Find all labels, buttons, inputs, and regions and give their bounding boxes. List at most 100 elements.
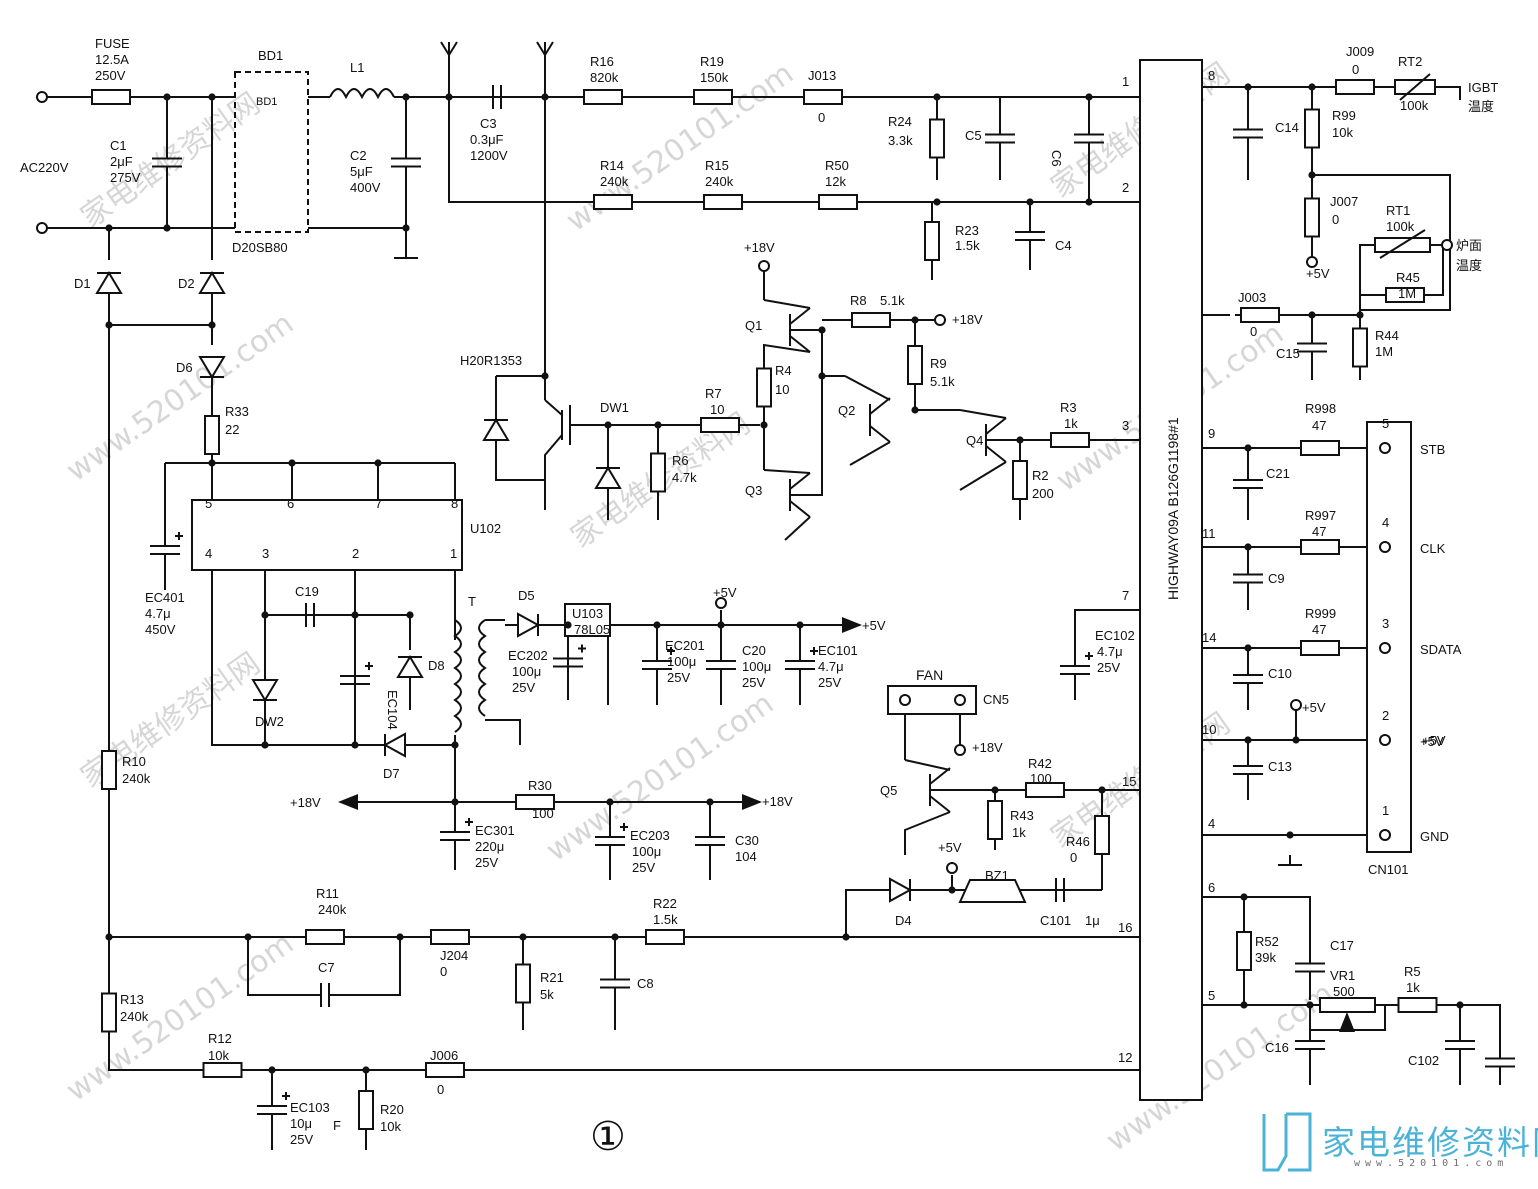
label: 1.5k xyxy=(653,912,678,927)
r999-resistor xyxy=(1300,640,1340,656)
label: 温度 xyxy=(1468,99,1494,114)
junction-dot xyxy=(1292,736,1300,744)
label: R43 xyxy=(1010,808,1034,823)
label: 25V xyxy=(512,680,535,695)
label: C21 xyxy=(1266,466,1290,481)
q4-transistor xyxy=(985,445,1007,463)
label: R23 xyxy=(955,223,979,238)
label: 2μF xyxy=(110,154,133,169)
label: 4.7k xyxy=(672,470,697,485)
label: R10 xyxy=(122,754,146,769)
junction-dot xyxy=(1306,1001,1314,1009)
label: J006 xyxy=(430,1048,458,1063)
label: R7 xyxy=(705,386,722,401)
terminal xyxy=(715,597,727,609)
label: 100μ xyxy=(667,654,696,669)
cn101-pin-number: 4 xyxy=(1382,515,1389,530)
wire xyxy=(108,1040,1140,1071)
label: 10 xyxy=(775,382,789,397)
cn101-signal: GND xyxy=(1420,829,1449,844)
u102-pin-number: 1 xyxy=(450,546,457,561)
label: 5.1k xyxy=(880,293,905,308)
label: EC103 xyxy=(290,1100,330,1115)
ic-name: HIGHWAY09A B126G1198#1 xyxy=(1165,417,1181,600)
label: 10 xyxy=(710,402,724,417)
wire xyxy=(1359,244,1375,315)
r9-resistor xyxy=(907,345,923,385)
label: T xyxy=(468,594,476,609)
label: RT1 xyxy=(1386,203,1410,218)
r998-resistor xyxy=(1300,440,1340,456)
label: VR1 xyxy=(1330,968,1355,983)
label: +18V xyxy=(952,312,983,327)
label: D6 xyxy=(176,360,193,375)
terminal xyxy=(1379,829,1391,841)
label: 240k xyxy=(120,1009,149,1024)
logo-text: 家电维修资料网 xyxy=(1322,1123,1538,1162)
junction-dot xyxy=(564,621,572,629)
terminal xyxy=(1379,442,1391,454)
label: R42 xyxy=(1028,756,1052,771)
label: 78L05 xyxy=(574,622,610,637)
junction-dot xyxy=(445,93,453,101)
label: 10k xyxy=(1332,125,1353,140)
cn101-pin-number: 3 xyxy=(1382,616,1389,631)
label: 47 xyxy=(1312,524,1326,539)
label: 1μ xyxy=(1085,913,1100,928)
cn101-pin-number: 2 xyxy=(1382,708,1389,723)
label: R15 xyxy=(705,158,729,173)
wire xyxy=(1310,1005,1386,1031)
pin-number: 11 xyxy=(1202,526,1216,541)
terminal xyxy=(758,260,770,272)
label: 240k xyxy=(318,902,347,917)
label: C20 xyxy=(742,643,766,658)
junction-dot xyxy=(1085,198,1093,206)
label: 4.7μ xyxy=(1097,644,1123,659)
label: F xyxy=(333,1118,341,1133)
junction-dot xyxy=(1456,1001,1464,1009)
igbt-h20r1353 xyxy=(490,400,570,510)
label: 100μ xyxy=(512,664,541,679)
label: DW1 xyxy=(600,400,629,415)
label: C5 xyxy=(965,128,982,143)
q3-transistor xyxy=(789,472,811,490)
label: 25V xyxy=(475,855,498,870)
wire xyxy=(448,97,1140,203)
wire xyxy=(495,376,545,481)
terminal xyxy=(1441,239,1453,251)
label: D20SB80 xyxy=(232,240,288,255)
junction-dot xyxy=(1240,1001,1248,1009)
label: C30 xyxy=(735,833,759,848)
label: Q5 xyxy=(880,783,897,798)
r23-resistor xyxy=(924,221,940,261)
label: +5V xyxy=(1422,733,1446,748)
cn101-connector xyxy=(1366,421,1412,853)
label: R11 xyxy=(316,886,339,901)
label: 1M xyxy=(1398,286,1416,301)
label: 220μ xyxy=(475,839,504,854)
label: +5V xyxy=(1302,700,1326,715)
label: Q1 xyxy=(745,318,762,333)
label: C4 xyxy=(1055,238,1072,253)
label: 5k xyxy=(540,987,554,1002)
terminal xyxy=(1379,734,1391,746)
label: 0 xyxy=(440,964,447,979)
junction-dot xyxy=(796,621,804,629)
label: RT2 xyxy=(1398,54,1422,69)
label: Q3 xyxy=(745,483,762,498)
net-label: AC220V xyxy=(20,160,69,175)
logo-sub: www.520101.com xyxy=(1354,1158,1509,1169)
r45-resistor xyxy=(1385,287,1425,303)
r30-resistor xyxy=(515,794,555,810)
r14-resistor xyxy=(593,194,633,210)
r6-resistor xyxy=(650,452,666,493)
pin-number: 8 xyxy=(1208,68,1215,83)
junction-dot xyxy=(402,93,410,101)
label: C2 xyxy=(350,148,367,163)
junction-dot xyxy=(406,611,414,619)
transformer-secondary xyxy=(478,619,487,717)
junction-dot xyxy=(842,933,850,941)
junction-dot xyxy=(351,611,359,619)
junction-dot xyxy=(717,621,725,629)
label: R3 xyxy=(1060,400,1077,415)
